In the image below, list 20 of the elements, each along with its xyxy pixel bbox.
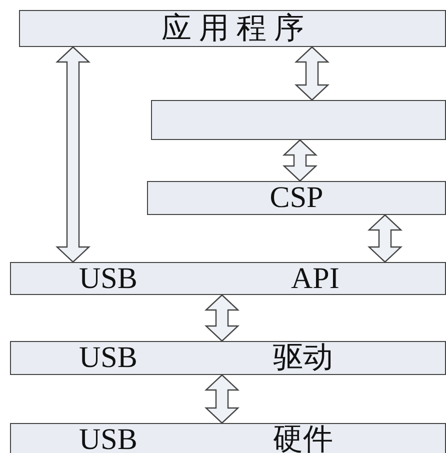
double-arrow [204,294,240,342]
double-arrow [294,46,330,101]
layer-box [151,100,446,140]
double-arrow [204,374,240,424]
layer-label: USB [79,425,138,453]
layer-box [19,10,446,47]
layer-label: USB [79,343,138,373]
layer-box [147,181,446,215]
layer-box [10,341,446,375]
double-arrow [55,46,91,263]
double-arrow [367,214,403,263]
layer-box [10,262,446,295]
layer-label: CSP [270,183,324,213]
layer-label: 驱动 [273,343,333,373]
layer-box [10,423,446,453]
layer-label: 硬件 [273,425,333,453]
layer-label: 应 用 程 序 [161,14,304,44]
layer-label: API [291,264,340,294]
double-arrow [282,139,318,182]
layer-label: USB [79,264,138,294]
